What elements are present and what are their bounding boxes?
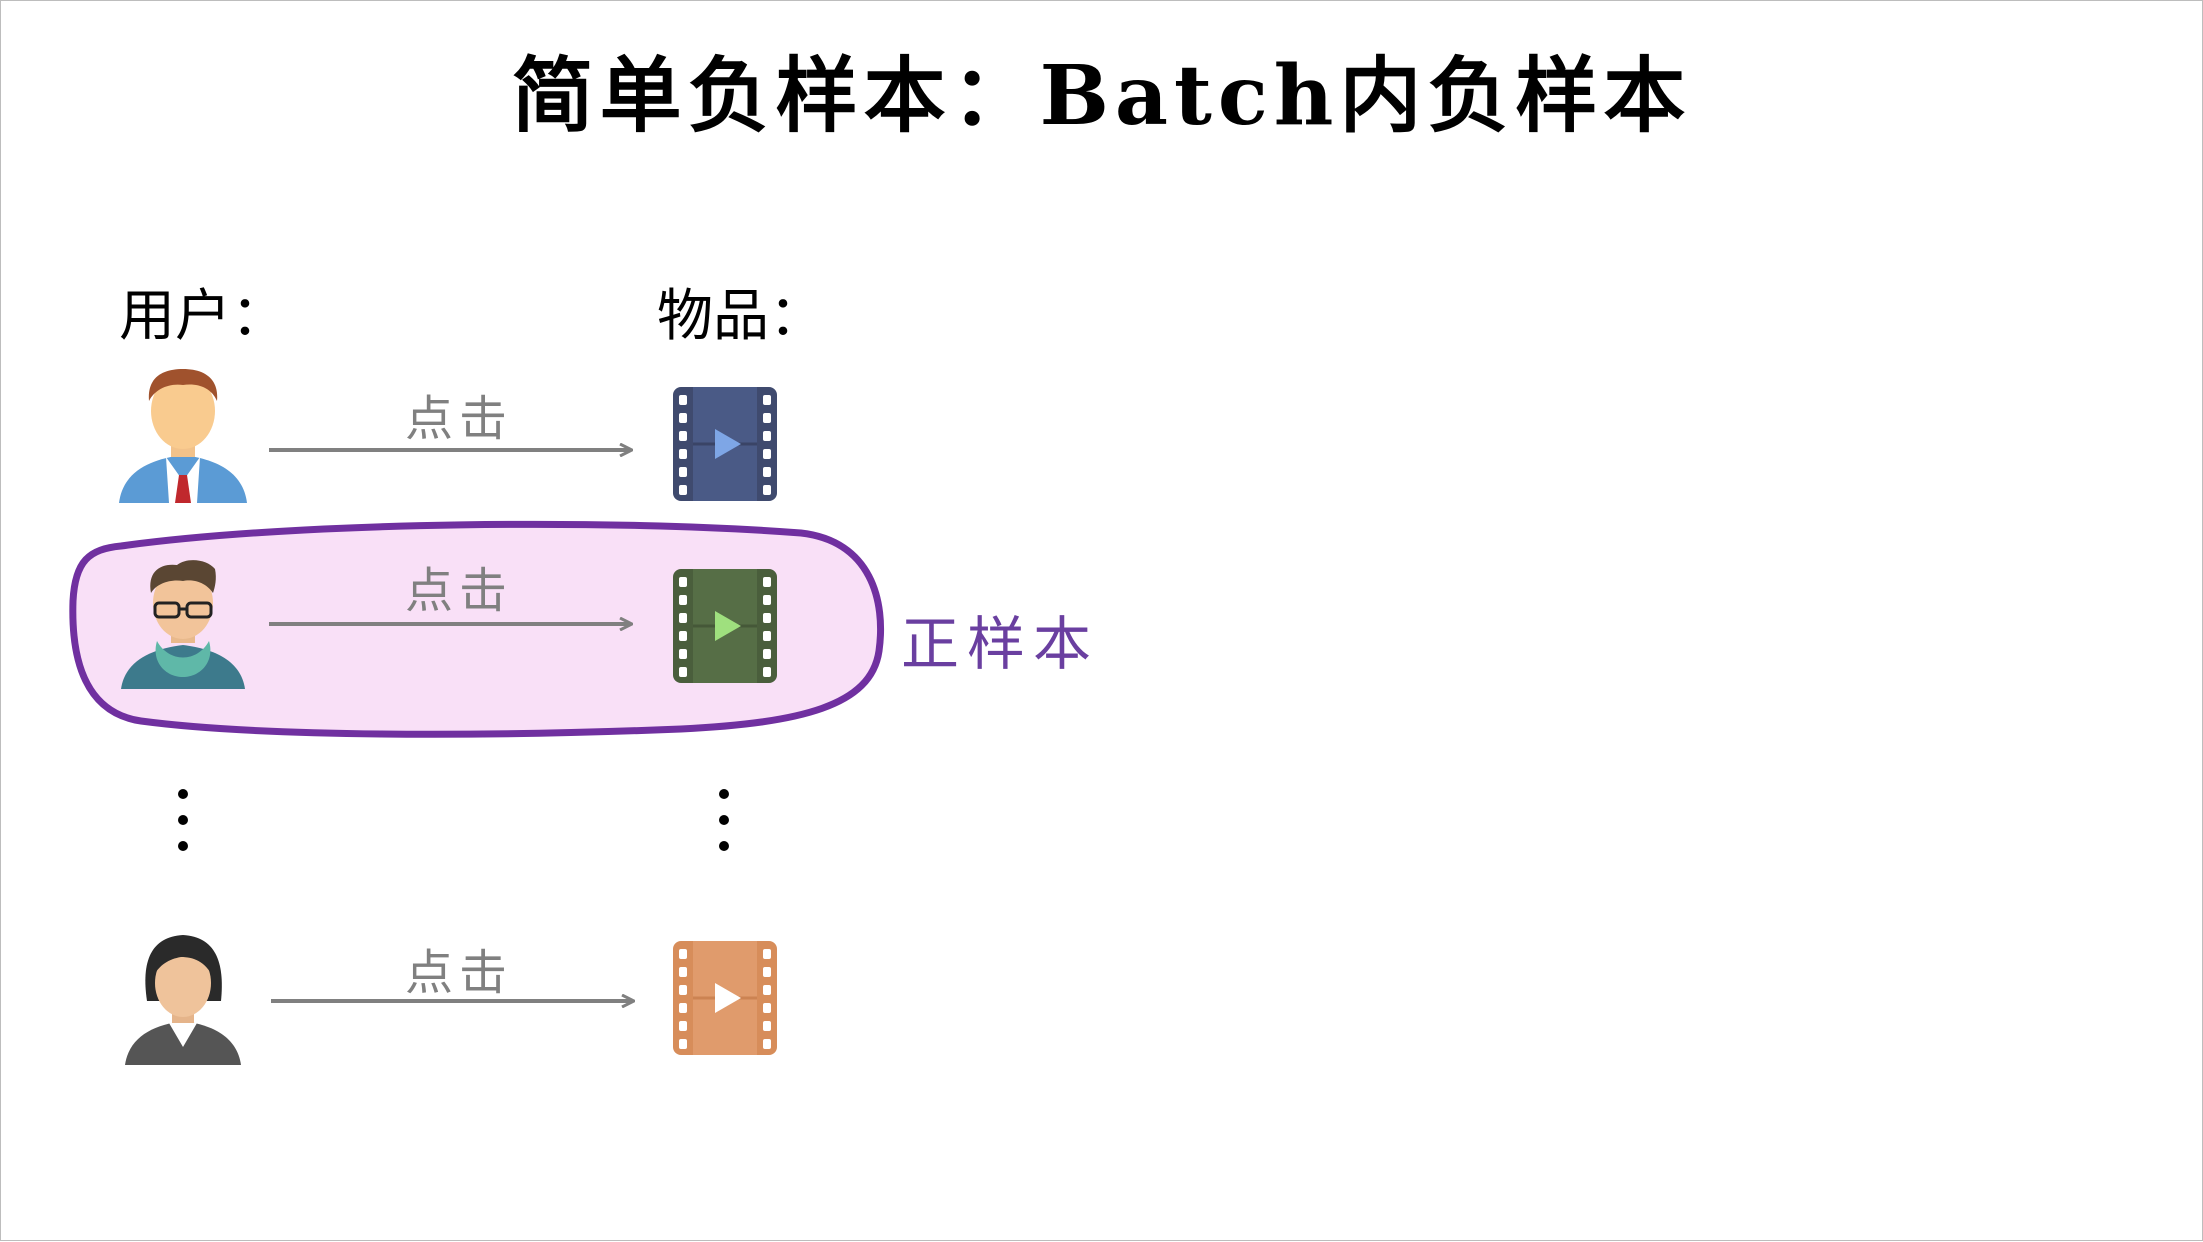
man-glasses-avatar-icon xyxy=(121,560,245,689)
items-column-label: 物品： xyxy=(657,284,825,349)
video-film-icon-3 xyxy=(673,941,777,1055)
slide-title: 简单负样本：Batch内负样本 xyxy=(511,48,1692,144)
users-ellipsis-icon xyxy=(176,789,190,867)
video-film-icon-1 xyxy=(673,387,777,501)
video-film-icon-2 xyxy=(673,569,777,683)
click-label-3: 点击 xyxy=(405,945,514,1001)
play-icon xyxy=(715,983,741,1013)
play-icon xyxy=(715,611,741,641)
click-label-1: 点击 xyxy=(405,391,514,447)
man-tie-avatar-icon xyxy=(119,369,247,503)
play-icon xyxy=(715,429,741,459)
items-ellipsis-icon xyxy=(717,789,731,867)
woman-avatar-icon xyxy=(125,935,241,1065)
click-label-2: 点击 xyxy=(405,563,514,619)
positive-sample-label: 正样本 xyxy=(901,610,1100,678)
users-column-label: 用户： xyxy=(119,284,287,349)
